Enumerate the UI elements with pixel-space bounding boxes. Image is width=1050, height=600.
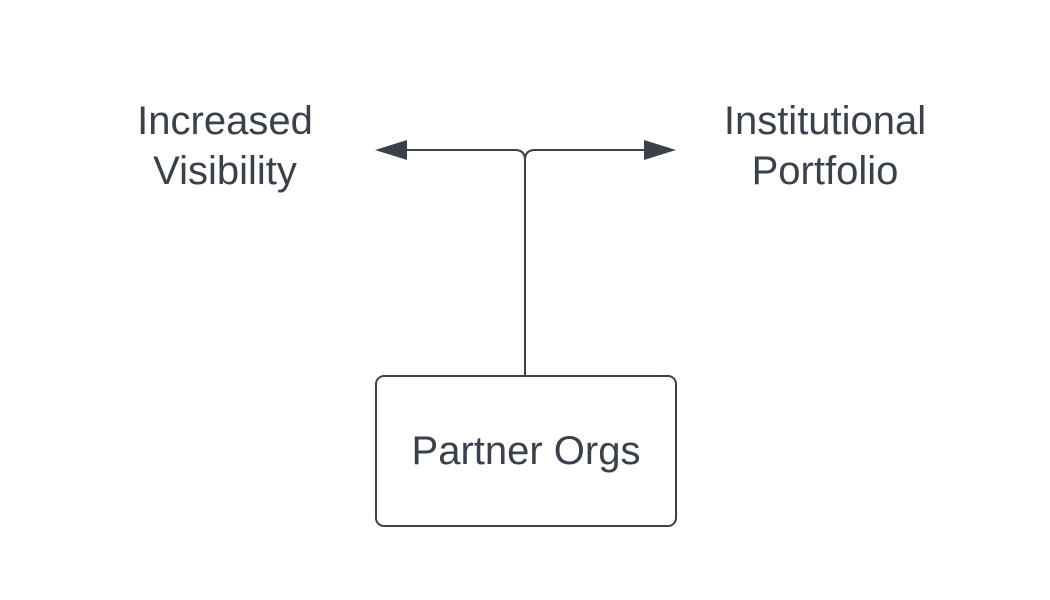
arrowhead-right	[644, 140, 676, 160]
node-increased-visibility-line2: Visibility	[153, 149, 297, 193]
connector-to-increased-visibility	[400, 149, 526, 375]
node-partner-orgs: Partner Orgs	[375, 375, 677, 527]
node-institutional-portfolio: Institutional Portfolio	[695, 96, 955, 196]
connector-to-institutional-portfolio	[524, 149, 650, 161]
arrowhead-left	[375, 140, 407, 160]
node-partner-orgs-label: Partner Orgs	[411, 428, 641, 473]
node-increased-visibility-line1: Increased	[137, 99, 313, 143]
node-institutional-portfolio-line1: Institutional	[723, 99, 927, 143]
node-institutional-portfolio-line2: Portfolio	[751, 149, 899, 193]
node-increased-visibility: Increased Visibility	[105, 96, 345, 196]
